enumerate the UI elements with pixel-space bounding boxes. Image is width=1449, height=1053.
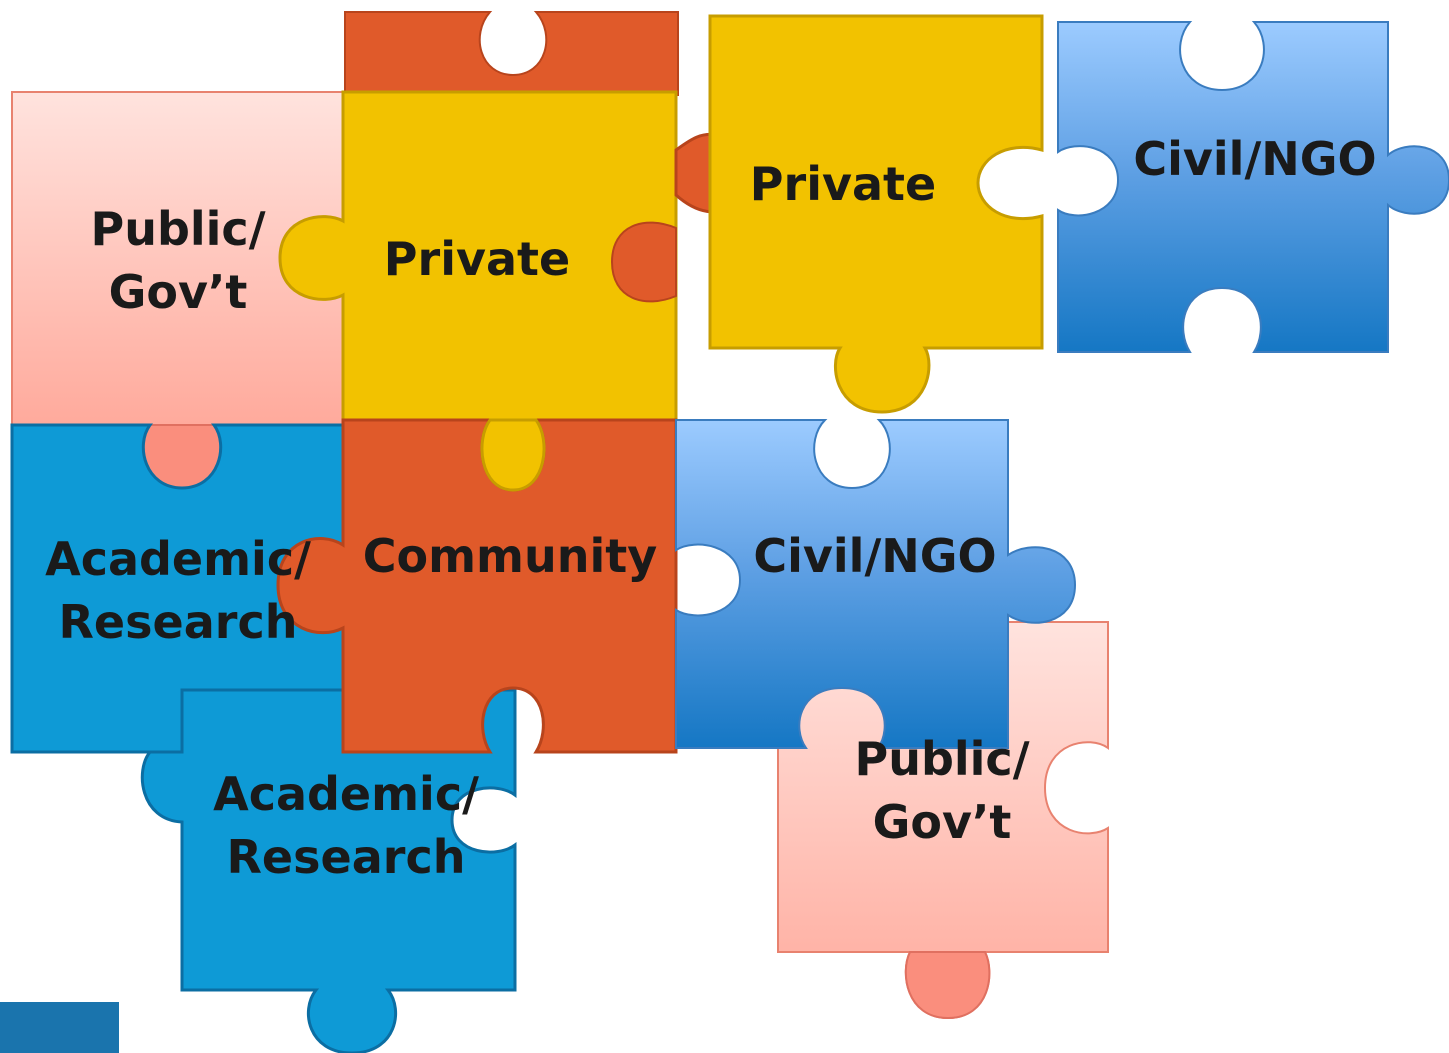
public-gov-2-line2: Gov’t xyxy=(873,795,1012,849)
public-gov-1-line1: Public/ xyxy=(91,202,266,256)
private-1-notch xyxy=(610,221,677,303)
academic-piece-1 xyxy=(10,423,347,754)
private-piece-1 xyxy=(278,90,678,427)
public-gov-1-line2: Gov’t xyxy=(109,265,248,319)
private-1-label: Private xyxy=(384,232,570,286)
academic-1-line1: Academic/ xyxy=(45,532,311,586)
community-label: Community xyxy=(363,529,657,583)
academic-2-line1: Academic/ xyxy=(213,767,479,821)
community-top-knob xyxy=(480,418,546,492)
private-piece-2 xyxy=(708,14,1044,414)
academic-piece-2 xyxy=(140,688,517,1053)
orange-piece-top xyxy=(344,11,679,96)
civil-ngo-1-label: Civil/NGO xyxy=(1133,132,1376,186)
public-gov-2-line1: Public/ xyxy=(855,732,1030,786)
civil-ngo-piece-2 xyxy=(675,419,1077,749)
academic-1-line2: Research xyxy=(59,595,298,649)
corner-block xyxy=(0,1002,119,1053)
academic-2-line2: Research xyxy=(227,830,466,884)
public-gov-2-bottom-knob xyxy=(904,951,991,1020)
civil-ngo-2-label: Civil/NGO xyxy=(753,529,996,583)
civil-ngo-piece-1 xyxy=(1057,21,1449,353)
private-2-label: Private xyxy=(750,157,936,211)
